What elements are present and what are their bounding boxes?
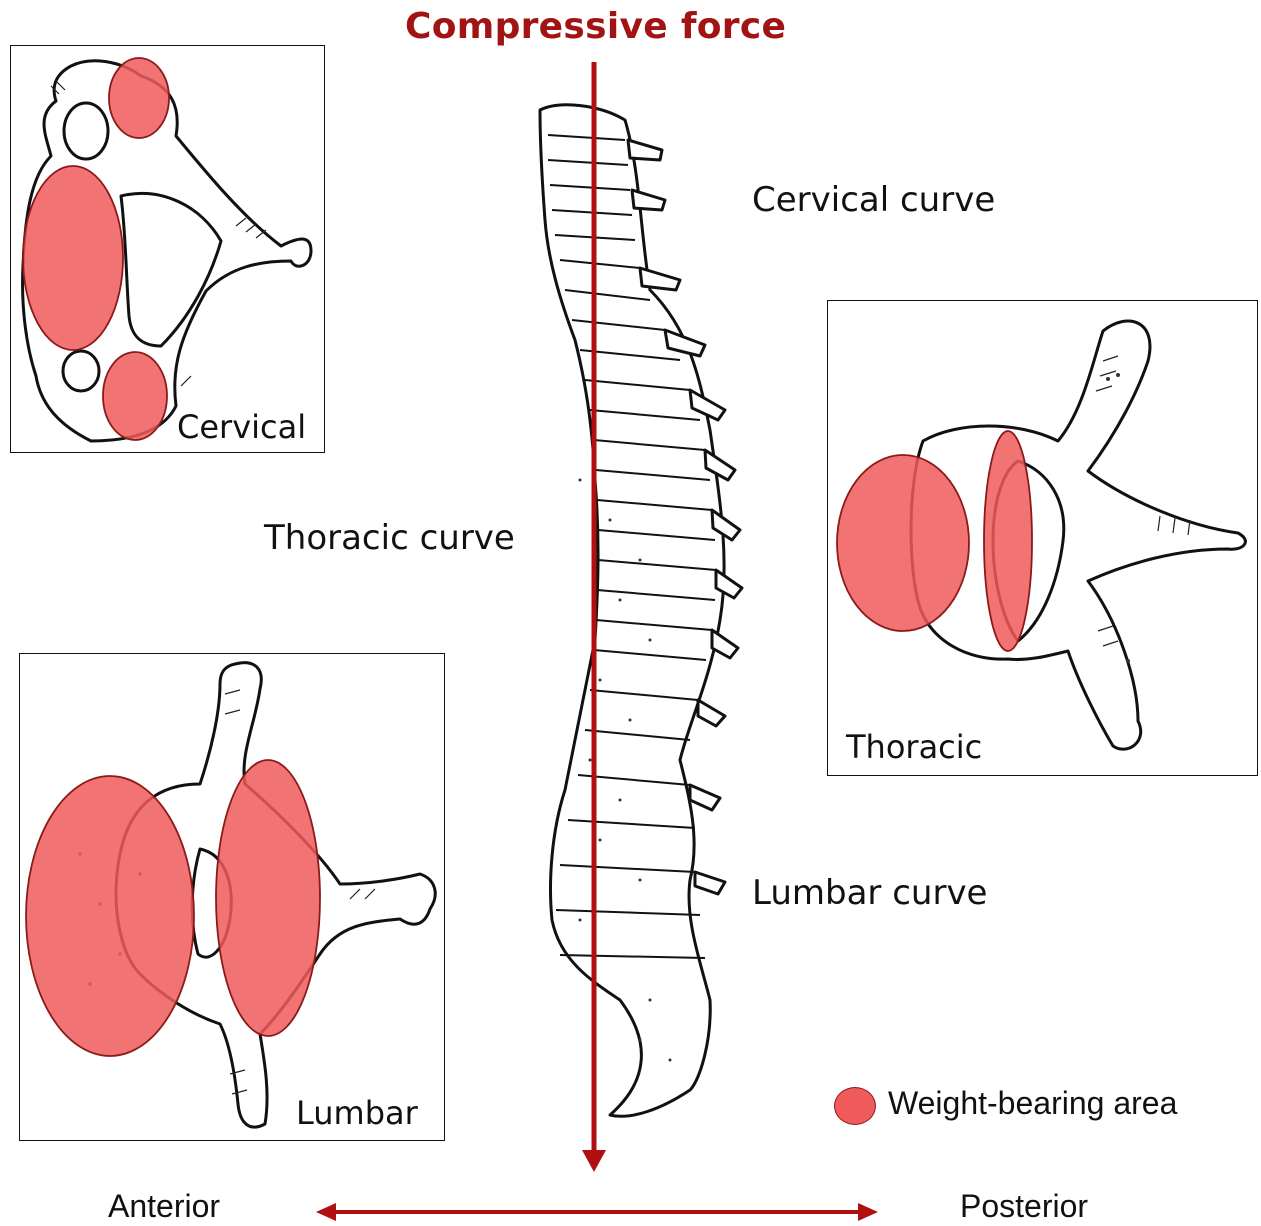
lumbar-weight-bearing-area-body <box>26 776 194 1056</box>
cervical-curve-label: Cervical curve <box>752 180 995 220</box>
cervical-weight-bearing-area-bottom <box>103 352 167 440</box>
lumbar-weight-bearing-area-facet <box>216 760 320 1036</box>
weight-bearing-legend-swatch <box>834 1087 876 1125</box>
lumbar-panel-caption: Lumbar <box>296 1094 418 1132</box>
thoracic-weight-bearing-area-facet <box>984 431 1032 651</box>
legend: Weight-bearing area <box>834 1085 1254 1129</box>
lumbar-vertebra-drawing <box>20 654 446 1142</box>
cervical-weight-bearing-area-body <box>23 166 123 350</box>
thoracic-curve-label: Thoracic curve <box>264 518 515 558</box>
cervical-panel-caption: Cervical <box>177 408 306 446</box>
lumbar-curve-label: Lumbar curve <box>752 873 987 913</box>
weight-bearing-legend-label: Weight-bearing area <box>888 1085 1177 1122</box>
thoracic-panel-caption: Thoracic <box>846 728 982 766</box>
posterior-label: Posterior <box>960 1188 1088 1225</box>
cervical-vertebra-drawing <box>11 46 326 454</box>
thoracic-vertebra-drawing <box>828 301 1259 777</box>
thoracic-weight-bearing-area-body <box>837 455 969 631</box>
cervical-vertebra-panel: Cervical <box>10 45 325 453</box>
anterior-label: Anterior <box>108 1188 220 1225</box>
thoracic-vertebra-panel: Thoracic <box>827 300 1258 776</box>
lumbar-vertebra-panel: Lumbar <box>19 653 445 1141</box>
cervical-weight-bearing-area-top <box>109 58 169 138</box>
